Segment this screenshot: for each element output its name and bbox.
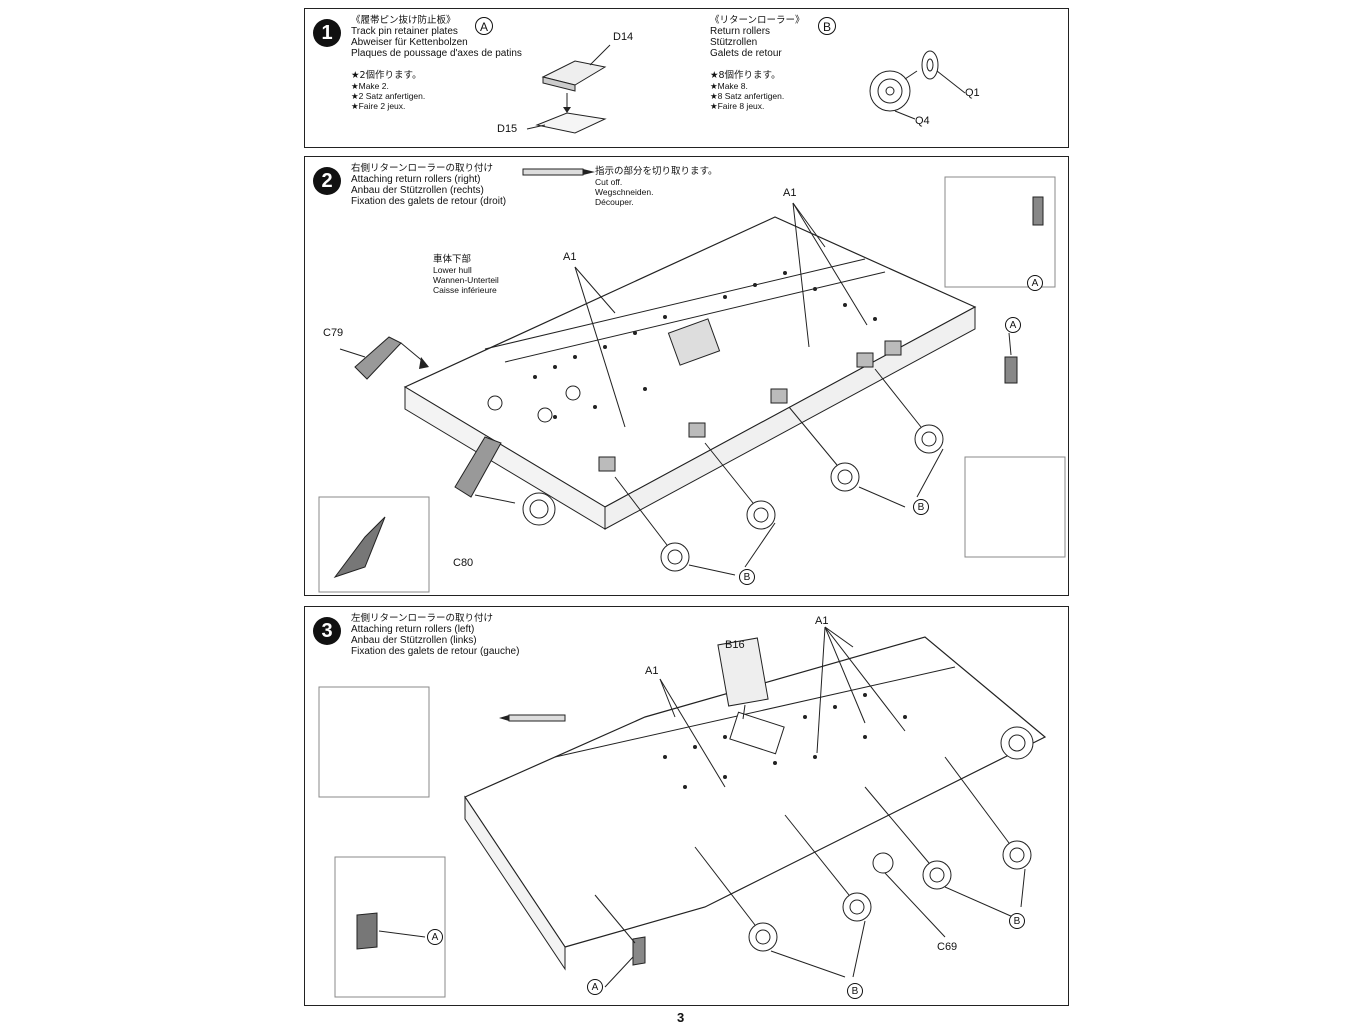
part-a1: A1: [783, 187, 797, 199]
badge-b: B: [818, 17, 836, 36]
part-a1: A1: [815, 615, 829, 627]
step-number: 3: [313, 617, 341, 645]
return-rollers-title: 《リターンローラー》 Return rollers Stützrollen Ga…: [710, 15, 805, 59]
callout-a: A: [427, 929, 443, 945]
part-c80: C80: [453, 557, 474, 569]
lower-hull-label: 車体下部 Lower hull Wannen-Unterteil Caisse …: [433, 254, 499, 296]
step-3-panel: 3 左側リターンローラーの取り付け Attaching return rolle…: [304, 606, 1069, 1006]
title-jp: 《履帯ピン抜け防止板》: [351, 15, 456, 26]
part-q1: Q1: [965, 87, 980, 99]
cut-off-note: 指示の部分を切り取ります。 Cut off. Wegschneiden. Déc…: [595, 166, 718, 208]
part-q4: Q4: [915, 115, 930, 127]
step-number: 2: [313, 167, 341, 195]
badge-a: A: [475, 17, 493, 36]
step-2-panel: 2 右側リターンローラーの取り付け Attaching return rolle…: [304, 156, 1069, 596]
make-notes: ★2個作ります。 ★Make 2. ★2 Satz anfertigen. ★F…: [351, 70, 426, 112]
callout-a: A: [1027, 275, 1043, 291]
part-d15: D15: [497, 123, 518, 135]
title-fr: Plaques de poussage d'axes de patins: [351, 48, 522, 59]
part-b16: B16: [725, 639, 745, 651]
step-number: 1: [313, 19, 341, 47]
make-notes-rollers: ★8個作ります。 ★Make 8. ★8 Satz anfertigen. ★F…: [710, 70, 785, 112]
retainer-plate-drawing: [526, 44, 966, 134]
callout-a: A: [1005, 317, 1021, 333]
hull-left-drawing: [318, 626, 1047, 998]
callout-b: B: [739, 569, 755, 585]
step-1-title: 《履帯ピン抜け防止板》 Track pin retainer plates Ab…: [351, 15, 522, 59]
callout-b: B: [847, 983, 863, 999]
title-en: Track pin retainer plates: [351, 26, 458, 37]
part-a1: A1: [645, 665, 659, 677]
part-a1: A1: [563, 251, 577, 263]
title-de: Abweiser für Kettenbolzen: [351, 37, 468, 48]
callout-a: A: [587, 979, 603, 995]
step-3-title: 左側リターンローラーの取り付け Attaching return rollers…: [351, 613, 520, 657]
hull-right-drawing: [318, 168, 1066, 593]
callout-b: B: [913, 499, 929, 515]
step-1-panel: 1 《履帯ピン抜け防止板》 Track pin retainer plates …: [304, 8, 1069, 148]
page-number: 3: [677, 1010, 685, 1025]
callout-b: B: [1009, 913, 1025, 929]
part-d14: D14: [613, 31, 634, 43]
part-c79: C79: [323, 327, 344, 339]
step-2-title: 右側リターンローラーの取り付け Attaching return rollers…: [351, 163, 507, 207]
part-c69: C69: [937, 941, 958, 953]
